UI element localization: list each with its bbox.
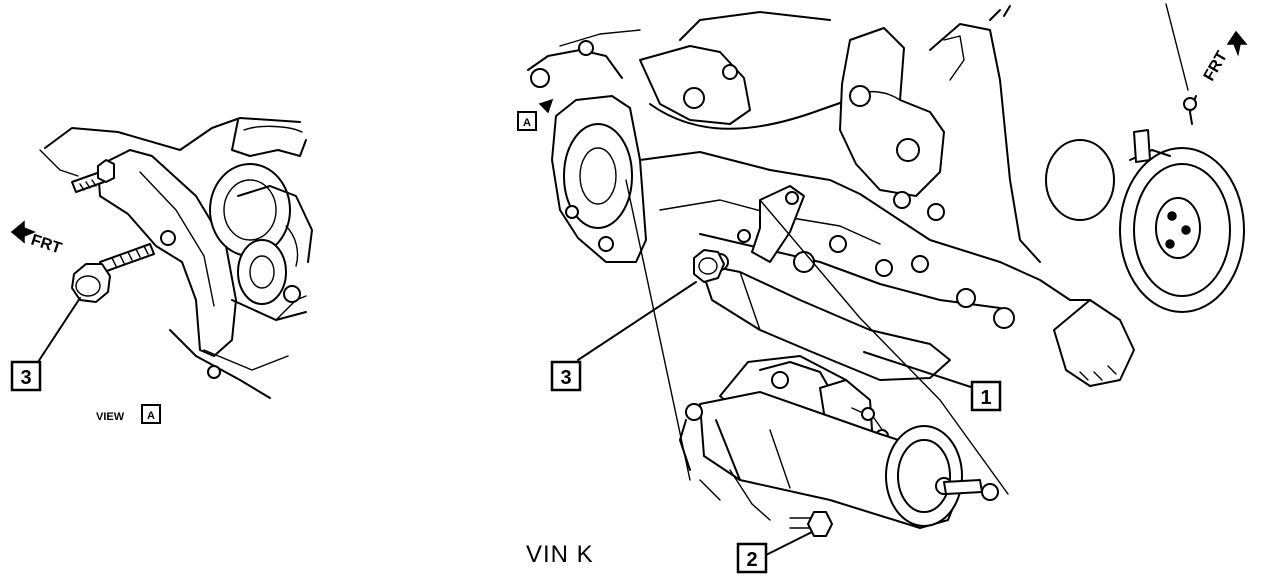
callout-3-right: 3 <box>550 360 582 392</box>
crankshaft-pulley <box>1119 129 1245 313</box>
starter-mounting-bolt-view-a <box>71 230 176 303</box>
frt-label-right: FRT <box>1201 48 1231 84</box>
starter-bracket <box>97 149 237 357</box>
starter-motor <box>679 355 999 529</box>
view-a-detail <box>37 117 313 399</box>
detail-arrow-icon <box>538 98 554 114</box>
engine-main-view <box>527 5 1245 557</box>
callout-1: 1 <box>970 380 1002 412</box>
front-direction-indicator-left: FRT <box>10 220 64 258</box>
callout-2: 2 <box>736 542 768 574</box>
detail-ref-letter: A <box>523 117 531 129</box>
callout-3-left-label: 3 <box>20 367 31 389</box>
vin-caption: VIN K <box>526 541 594 568</box>
view-ref-letter: A <box>147 410 155 422</box>
callout-3-right-label: 3 <box>560 367 571 389</box>
callout-2-label: 2 <box>746 549 757 571</box>
front-arrow-icon <box>10 220 37 244</box>
view-caption-text: VIEW <box>96 411 125 423</box>
starter-mounting-bolt-main <box>693 249 725 283</box>
oil-pan <box>699 263 951 381</box>
callout-3-left: 3 <box>10 360 42 392</box>
front-arrow-icon-right <box>1226 30 1248 57</box>
detail-a-reference: A <box>517 98 554 131</box>
front-direction-indicator-right: FRT <box>1165 3 1248 91</box>
upper-bracket-bolt <box>71 159 115 193</box>
starter-lower-bolt <box>789 511 833 537</box>
frt-label-left: FRT <box>29 232 64 258</box>
view-a-caption: VIEW A <box>96 404 161 424</box>
oil-filter <box>1045 139 1115 221</box>
callout-1-label: 1 <box>980 387 991 409</box>
